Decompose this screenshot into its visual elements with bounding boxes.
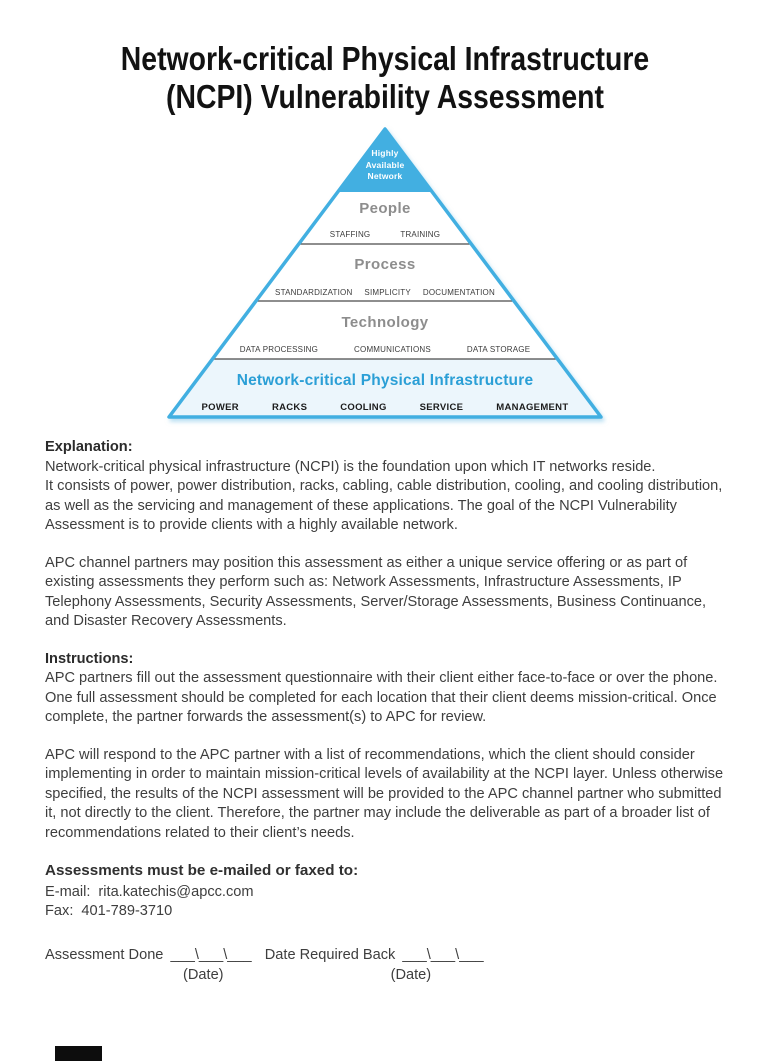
layer-item: SIMPLICITY — [364, 288, 411, 297]
email-label: E-mail: — [45, 883, 91, 900]
pyramid-base-title: Network-critical Physical Infrastructure — [236, 372, 534, 389]
email-line: E-mail: rita.katechis@apcc.com — [45, 883, 730, 903]
fax-line: Fax: 401-789-3710 — [45, 902, 730, 922]
date-caption-1: (Date) — [183, 967, 224, 983]
document-body: Explanation: Network-critical physical i… — [0, 438, 770, 986]
layer-item: STANDARDIZATION — [275, 288, 353, 297]
layer-title-people: People — [359, 200, 411, 217]
apex-triangle — [337, 129, 433, 192]
layer-items-process: STANDARDIZATION SIMPLICITY DOCUMENTATION — [165, 288, 605, 297]
assessment-done-label: Assessment Done — [45, 946, 164, 963]
explanation-paragraph-2: APC channel partners may position this a… — [45, 554, 707, 630]
date-required-back-label: Date Required Back — [264, 946, 396, 963]
layer-items-technology: DATA PROCESSING COMMUNICATIONS DATA STOR… — [165, 345, 605, 354]
assessment-dates-line: Assessment Done ___\___\___ Date Require… — [45, 946, 730, 966]
date-caption-2: (Date) — [390, 967, 432, 983]
page-footer-mark — [55, 1046, 102, 1061]
layer-item: COMMUNICATIONS — [354, 345, 431, 354]
email-value: rita.katechis@apcc.com — [98, 883, 254, 900]
assessment-done-blank: ___\___\___ — [170, 946, 252, 963]
pyramid-base-band — [169, 359, 601, 417]
pyramid-body — [169, 129, 601, 417]
fax-value: 401-789-3710 — [81, 903, 173, 919]
instructions-paragraph-1: APC partners fill out the assessment que… — [45, 670, 718, 725]
layer-items-people: STAFFING TRAINING — [165, 230, 605, 239]
fax-label: Fax: — [45, 903, 74, 919]
explanation-heading: Explanation: — [45, 439, 133, 455]
explanation-paragraph-1: Network-critical physical infrastructure… — [45, 458, 723, 534]
base-item: POWER — [201, 402, 239, 413]
base-item: SERVICE — [419, 402, 464, 413]
date-captions-line: (Date) (Date) — [45, 966, 730, 986]
page-title: Network-critical Physical Infrastructure… — [120, 40, 650, 115]
layer-item: DATA STORAGE — [466, 345, 531, 354]
pyramid-apex-label: Highly Available Network — [365, 148, 405, 181]
pyramid-base-items: POWER RACKS COOLING SERVICE MANAGEMENT — [165, 402, 605, 413]
pyramid-shape — [167, 127, 603, 419]
base-item: RACKS — [271, 402, 308, 413]
layer-item: TRAINING — [400, 230, 441, 239]
pyramid-outline — [167, 127, 603, 419]
base-item: COOLING — [340, 402, 387, 413]
layer-item: DATA PROCESSING — [239, 345, 319, 354]
layer-title-technology: Technology — [341, 314, 429, 331]
ncpi-pyramid-diagram: Highly Available Network People STAFFING… — [165, 126, 605, 426]
layer-item: DOCUMENTATION — [422, 288, 495, 297]
instructions-heading: Instructions: — [45, 650, 134, 667]
date-required-back-blank: ___\___\___ — [402, 946, 484, 963]
layer-item: STAFFING — [329, 230, 371, 239]
instructions-paragraph-2: APC will respond to the APC partner with… — [45, 746, 724, 841]
contact-heading: Assessments must be e-mailed or faxed to… — [45, 862, 359, 879]
layer-title-process: Process — [354, 256, 416, 273]
document-page: Network-critical Physical Infrastructure… — [0, 40, 770, 1061]
base-item: MANAGEMENT — [496, 402, 569, 413]
